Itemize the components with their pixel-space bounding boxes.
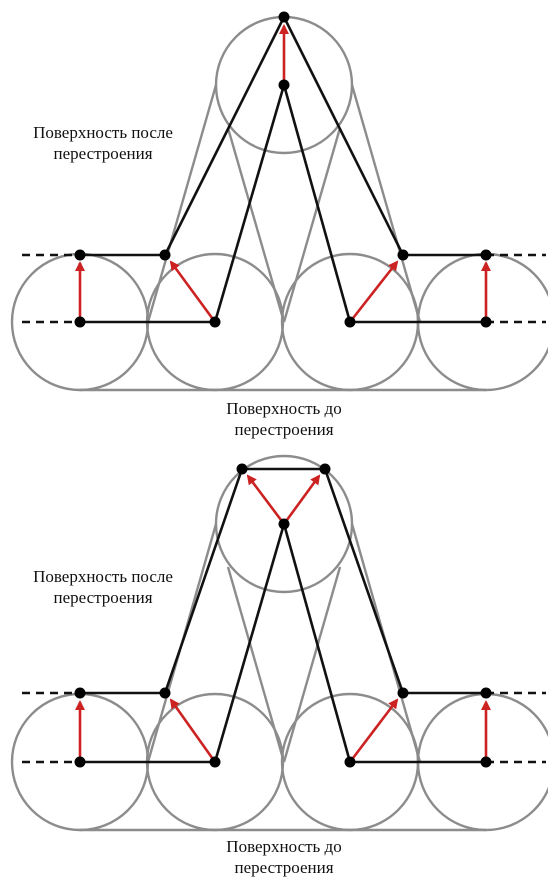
after-surface-label: Поверхность после перестроения bbox=[6, 122, 200, 164]
surface-before-segment bbox=[213, 523, 286, 763]
before-surface-label-line1: Поверхность до bbox=[226, 837, 342, 856]
node bbox=[344, 316, 356, 328]
node bbox=[159, 687, 171, 699]
before-surface-label: Поверхность до перестроения bbox=[186, 836, 382, 878]
before-surface-label-line1: Поверхность до bbox=[226, 399, 342, 418]
node bbox=[74, 249, 86, 261]
after-surface-label-line2: перестроения bbox=[53, 144, 153, 163]
envelope-line bbox=[226, 127, 286, 323]
envelope-line bbox=[226, 566, 286, 763]
surface-before-segment bbox=[282, 84, 352, 323]
displacement-arrow bbox=[169, 260, 217, 323]
node bbox=[480, 316, 492, 328]
node bbox=[319, 463, 331, 475]
node bbox=[278, 518, 290, 530]
node bbox=[344, 756, 356, 768]
envelope-line bbox=[282, 566, 342, 763]
surface-after-segment bbox=[163, 16, 286, 256]
displacement-arrow bbox=[282, 474, 321, 525]
node bbox=[480, 687, 492, 699]
node bbox=[74, 687, 86, 699]
envelope-line bbox=[146, 84, 218, 323]
displacement-arrow bbox=[246, 474, 286, 525]
displacement-arrow bbox=[348, 260, 399, 323]
node bbox=[209, 756, 221, 768]
after-surface-label-line1: Поверхность после bbox=[33, 567, 173, 586]
after-surface-label: Поверхность после перестроения bbox=[6, 566, 200, 608]
displacement-arrow bbox=[348, 698, 399, 763]
surface-after-segment bbox=[282, 16, 405, 256]
envelope-line bbox=[282, 127, 342, 323]
before-surface-label-line2: перестроения bbox=[234, 858, 334, 877]
before-surface-label-line2: перестроения bbox=[234, 420, 334, 439]
node bbox=[74, 756, 86, 768]
surface-before-segment bbox=[213, 84, 286, 323]
node bbox=[278, 79, 290, 91]
envelope-line bbox=[350, 84, 422, 323]
surface-after-segment bbox=[323, 468, 405, 694]
node bbox=[278, 11, 290, 23]
surface-after-segment bbox=[163, 468, 244, 694]
node bbox=[480, 249, 492, 261]
after-surface-label-line1: Поверхность после bbox=[33, 123, 173, 142]
surface-before-segment bbox=[282, 523, 352, 763]
node bbox=[480, 756, 492, 768]
node bbox=[397, 687, 409, 699]
node bbox=[159, 249, 171, 261]
after-surface-label-line2: перестроения bbox=[53, 588, 153, 607]
displacement-arrow bbox=[169, 698, 217, 763]
node bbox=[397, 249, 409, 261]
node bbox=[209, 316, 221, 328]
before-surface-label: Поверхность до перестроения bbox=[186, 398, 382, 440]
node bbox=[236, 463, 248, 475]
node bbox=[74, 316, 86, 328]
